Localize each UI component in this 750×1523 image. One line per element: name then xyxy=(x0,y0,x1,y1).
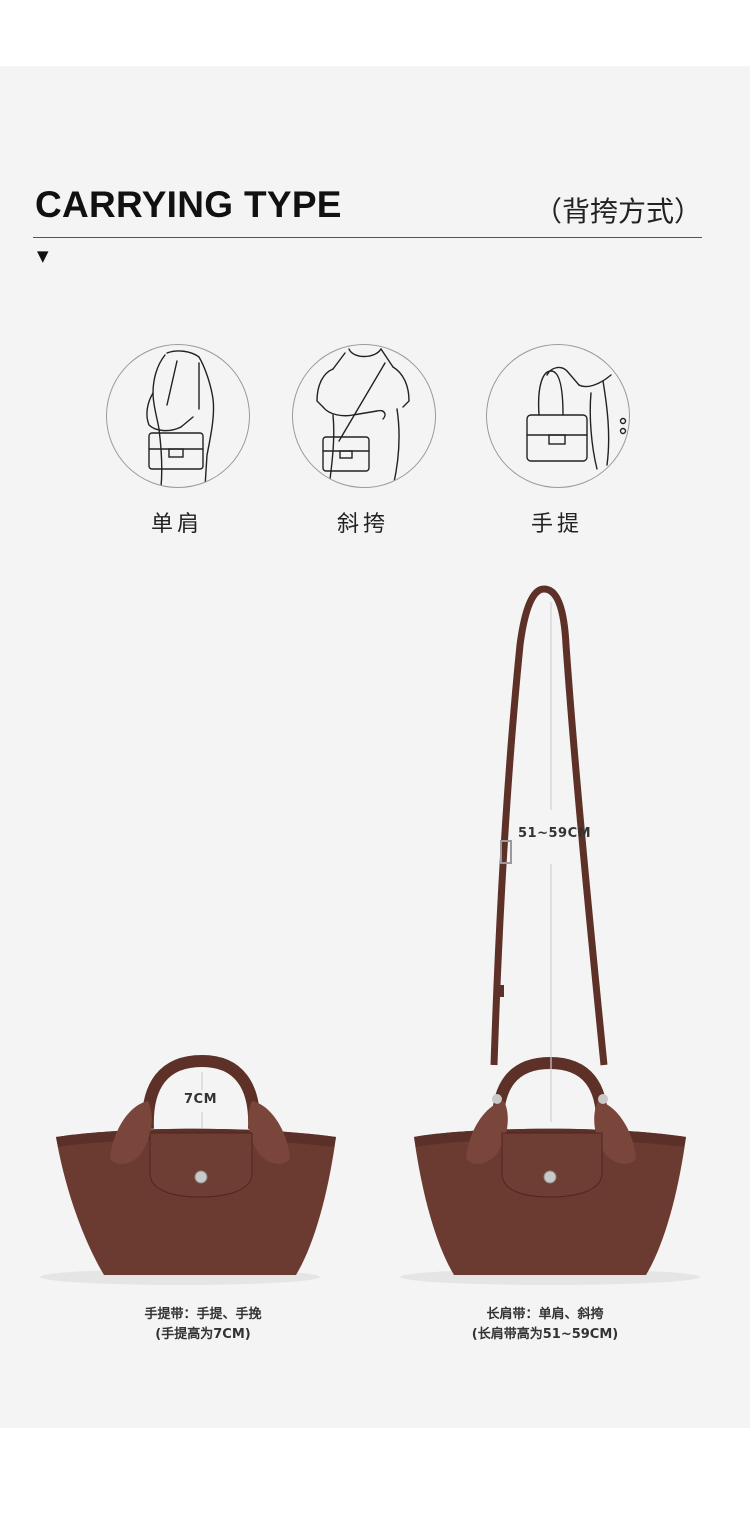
shoulder-carry-icon xyxy=(106,344,250,488)
triangle-down-icon: ▼ xyxy=(37,247,49,265)
handle-height-label: 7CM xyxy=(184,1092,218,1107)
hand-carry-icon xyxy=(486,344,630,488)
page-subtitle: （背挎方式） xyxy=(533,195,702,228)
caption-strap-line1: 长肩带：单肩、斜挎 xyxy=(486,1307,604,1322)
handbag-with-shoulder-strap xyxy=(400,585,700,1285)
caption-strap-line2: (长肩带高为51~59CM) xyxy=(471,1327,619,1342)
title-divider xyxy=(33,237,702,238)
handle-height-marker xyxy=(201,1072,203,1128)
page-title: CARRYING TYPE xyxy=(35,184,342,225)
caption-handle-line1: 手提带：手提、手挽 xyxy=(144,1307,262,1322)
caption-handle: 手提带：手提、手挽 (手提高为7CM) xyxy=(53,1305,353,1345)
caption-handle-line2: (手提高为7CM) xyxy=(155,1327,251,1342)
caption-strap: 长肩带：单肩、斜挎 (长肩带高为51~59CM) xyxy=(395,1305,695,1345)
handbag-short-handle xyxy=(40,1055,336,1285)
carry-label-hand: 手提 xyxy=(530,512,583,537)
strap-length-label: 51~59CM xyxy=(518,826,592,841)
carry-label-crossbody: 斜挎 xyxy=(336,512,389,537)
crossbody-carry-icon xyxy=(292,344,436,488)
carry-label-shoulder: 单肩 xyxy=(150,512,203,537)
strap-length-marker xyxy=(550,602,552,1122)
